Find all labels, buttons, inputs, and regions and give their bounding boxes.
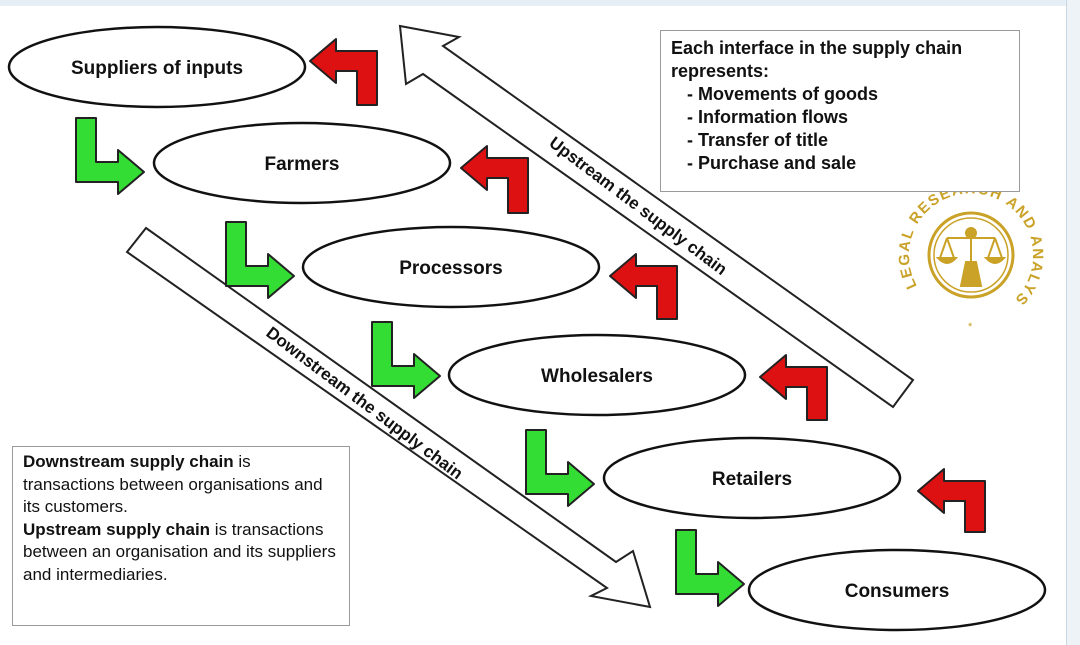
interface-info-box: Each interface in the supply chain repre… <box>660 30 1020 192</box>
green-arrow-wholesalers-retailers <box>525 429 595 507</box>
svg-text:*: * <box>968 321 973 333</box>
info-list: Movements of goods Information flows Tra… <box>671 83 1009 175</box>
node-farmers: Farmers <box>152 121 452 205</box>
node-label-suppliers: Suppliers of inputs <box>71 58 243 79</box>
upstream-big-arrow <box>398 24 915 409</box>
node-consumers: Consumers <box>747 548 1047 632</box>
node-processors: Processors <box>301 225 601 309</box>
green-arrow-processors-wholesalers <box>371 321 441 399</box>
downstream-term: Downstream supply chain <box>23 452 234 471</box>
node-wholesalers: Wholesalers <box>447 333 747 417</box>
node-label-wholesalers: Wholesalers <box>541 366 653 387</box>
window-top-edge <box>0 0 1080 6</box>
red-arrow-wholesalers-processors <box>609 253 678 320</box>
upstream-text: is transactions between an organisation … <box>23 519 336 584</box>
info-intro: Each interface in the supply chain repre… <box>671 38 963 81</box>
upstream-term: Upstream supply chain <box>23 519 211 539</box>
green-arrows <box>75 117 745 607</box>
green-arrow-farmers-processors <box>225 221 295 299</box>
definitions-box: Downstream supply chain is transactions … <box>12 446 350 626</box>
node-suppliers: Suppliers of inputs <box>7 25 307 109</box>
info-item: Information flows <box>687 106 1009 129</box>
node-retailers: Retailers <box>602 436 902 520</box>
green-arrow-retailers-consumers <box>675 529 745 607</box>
red-arrows <box>309 38 986 533</box>
info-item: Transfer of title <box>687 129 1009 152</box>
node-label-consumers: Consumers <box>845 581 950 602</box>
red-arrow-farmers-suppliers <box>309 38 378 106</box>
red-arrow-consumers-retailers <box>917 468 986 533</box>
upstream-definition: Upstream supply chain is transactions be… <box>23 519 339 587</box>
node-label-retailers: Retailers <box>712 469 792 490</box>
downstream-text: is transactions between organisations an… <box>23 452 323 516</box>
info-item: Movements of goods <box>687 83 1009 106</box>
stage-nodes: Suppliers of inputs Farmers Processors W… <box>7 25 1047 632</box>
node-label-processors: Processors <box>399 258 503 279</box>
red-arrow-processors-farmers <box>460 145 529 214</box>
scales-of-justice-icon <box>935 227 1007 287</box>
node-label-farmers: Farmers <box>265 154 340 175</box>
red-arrow-retailers-wholesalers <box>759 354 828 421</box>
downstream-definition: Downstream supply chain is transactions … <box>23 451 339 519</box>
info-item: Purchase and sale <box>687 152 1009 175</box>
downstream-big-arrow <box>125 226 652 609</box>
window-right-edge <box>1066 0 1080 645</box>
green-arrow-suppliers-farmers <box>75 117 145 195</box>
